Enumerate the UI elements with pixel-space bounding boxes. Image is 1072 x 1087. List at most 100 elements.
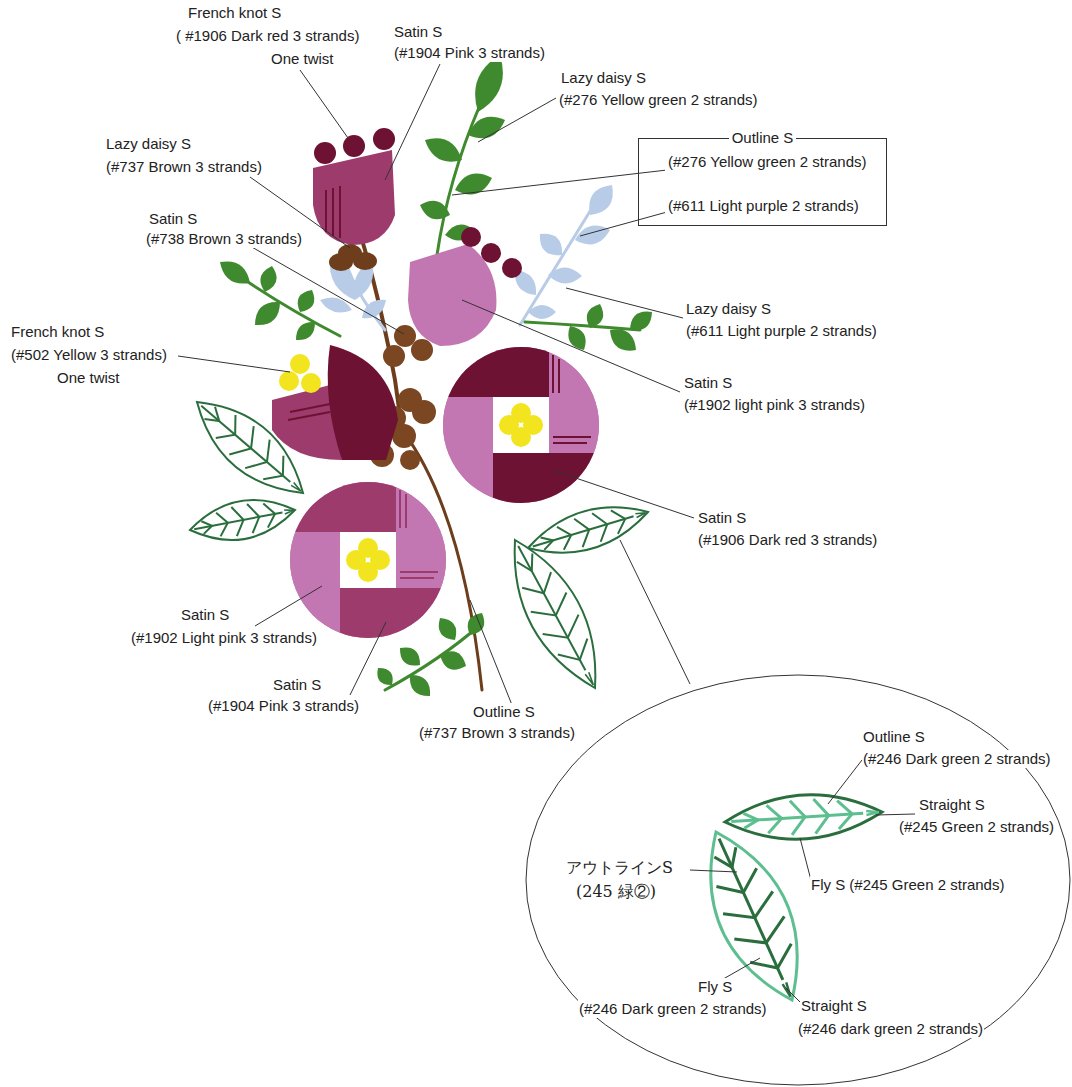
stitch-label: (#246 Dark green 2 strands): [862, 750, 1052, 768]
bud-stripe: [288, 412, 330, 420]
stitch-label: (#246 Dark green 2 strands): [578, 1000, 768, 1018]
satin-bud: [394, 325, 416, 347]
lazy-daisy-leaf: [420, 131, 467, 169]
tulip-stripe: [332, 188, 334, 236]
leaf-outline: [492, 528, 618, 701]
fly-stitch: [263, 502, 277, 528]
stitch-label: Satin S: [697, 509, 747, 527]
french-knot: [511, 427, 531, 447]
lazy-daisy-leaf: [395, 642, 425, 671]
fly-stitch: [216, 415, 245, 446]
stitch-label: (#1906 Dark red 3 strands): [697, 531, 878, 549]
lazy-daisy-leaf: [373, 664, 398, 690]
stitch-label: One twist: [56, 369, 121, 387]
leader-line: [255, 586, 322, 626]
lazy-daisy-leaf: [417, 196, 453, 223]
thread-label: (#611 Light purple 2 strands): [665, 197, 862, 215]
fly-stitch: [541, 534, 555, 550]
leader-line: [876, 814, 915, 815]
fly-stitch: [558, 639, 595, 668]
stitch-label: Straight S: [918, 796, 986, 814]
leader-line: [478, 98, 556, 142]
tulip-stripe: [325, 190, 327, 232]
round-flower: [443, 347, 599, 503]
stitch-label: (#1902 Light pink 3 strands): [130, 629, 318, 647]
leader-line: [385, 64, 440, 180]
lazy-daisy-leaf: [358, 294, 390, 323]
stitch-label: (#1902 light pink 3 strands): [683, 396, 866, 414]
lazy-daisy-leaf: [293, 286, 319, 316]
straight-stitch: [866, 810, 879, 815]
fly-stitch: [543, 615, 586, 648]
leader-line: [566, 288, 683, 318]
leader-line: [452, 170, 667, 195]
stitch-label: Satin S: [272, 676, 322, 694]
lazy-daisy-leaf: [433, 613, 461, 644]
french-knot: [314, 142, 336, 164]
lazy-daisy-leaf: [534, 227, 568, 261]
leader-line: [350, 622, 386, 695]
bouquet: [181, 51, 657, 702]
tulip-stripe: [339, 186, 341, 238]
fly-stitch: [790, 800, 806, 835]
fly-stitch: [216, 511, 230, 536]
stitch-label: Satin S: [683, 374, 733, 392]
leader-line: [552, 470, 694, 518]
stitch-label: Satin S: [393, 23, 443, 41]
straight-stitch: [635, 511, 646, 518]
stitch-label: (245 緑②): [575, 882, 657, 903]
french-knot: [290, 354, 310, 374]
box-heading: Outline S: [729, 129, 797, 147]
fly-stitch: [767, 805, 783, 834]
stitch-label: (#738 Brown 3 strands): [145, 230, 303, 248]
fly-stitch: [245, 440, 279, 477]
french-knot: [461, 227, 481, 247]
outlined-leaf: [492, 528, 618, 701]
fly-stitch: [522, 572, 558, 601]
stitch-label: Fly S (#245 Green 2 strands): [810, 876, 1005, 894]
stitch-label: ( #1906 Dark red 3 strands): [175, 27, 360, 45]
straight-stitch: [284, 508, 293, 514]
french-knot: [343, 135, 365, 157]
lazy-daisy-leaf: [583, 301, 608, 331]
fly-stitch: [229, 426, 263, 463]
stitch-label: French knot S: [187, 4, 282, 22]
stitch-label: (#1904 Pink 3 strands): [207, 697, 360, 715]
leaf-outline: [724, 790, 884, 844]
outlined-leaf: [684, 818, 824, 1015]
stitch-label: (#246 dark green 2 strands): [797, 1020, 984, 1038]
stitch-label: Lazy daisy S: [560, 69, 647, 87]
satin-bud: [383, 345, 405, 367]
stitch-label: (#1904 Pink 3 strands): [393, 44, 546, 62]
zoom-leader: [620, 540, 690, 684]
fly-stitch: [517, 554, 540, 576]
fly-stitch: [734, 916, 791, 954]
leader-line: [786, 988, 800, 1002]
lazy-daisy-leaf: [436, 647, 469, 675]
stitch-label: Fly S: [697, 978, 733, 996]
stem: [385, 625, 480, 690]
stem: [525, 322, 640, 330]
french-knot: [373, 128, 395, 150]
french-knot: [301, 373, 321, 393]
stitch-label: Outline S: [472, 703, 536, 721]
leader-line: [828, 760, 862, 804]
stitch-label: Satin S: [148, 210, 198, 228]
leaf-outline: [186, 491, 298, 548]
fly-stitch: [611, 507, 629, 534]
french-knot: [279, 371, 299, 391]
thread-label: (#276 Yellow green 2 strands): [665, 153, 869, 171]
stitch-label: Straight S: [800, 997, 868, 1015]
leader-line: [178, 356, 290, 372]
tulip: [408, 244, 496, 346]
stitch-label: (#502 Yellow 3 strands): [10, 346, 168, 364]
lazy-daisy-leaf: [215, 255, 255, 291]
french-knot: [358, 562, 378, 582]
lazy-daisy-leaf: [404, 669, 436, 701]
stem: [520, 195, 600, 325]
stitch-label: (#245 Green 2 strands): [898, 818, 1055, 836]
stitch-label: アウトラインS: [565, 858, 674, 879]
fly-stitch: [231, 505, 246, 536]
lazy-daisy-leaf: [582, 179, 620, 221]
stitch-label: Lazy daisy S: [685, 300, 772, 318]
